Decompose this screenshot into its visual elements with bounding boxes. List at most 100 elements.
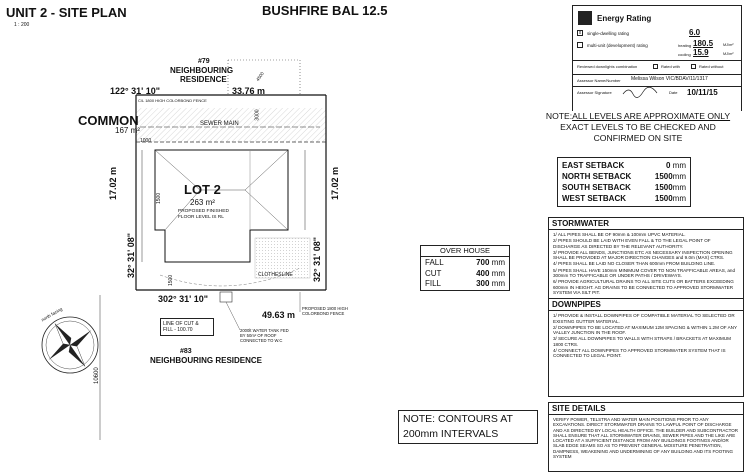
bearing-bottom: 302° 31' 10" — [158, 294, 209, 304]
fence-bottom-note: PROPOSED 1800 HIGH COLORBOND FENCE — [302, 306, 348, 316]
sewer-label: SEWER MAIN — [200, 121, 239, 127]
dim-1500-b: 1500 — [168, 274, 174, 286]
levels-note-prefix: NOTE: — [545, 111, 573, 121]
site-details-panel: SITE DETAILS VERIFY POWER, TELSTRA AND W… — [548, 402, 744, 472]
rated-without-checkbox — [691, 64, 696, 69]
common-area-hatch — [136, 108, 326, 142]
common-label: COMMON — [78, 113, 139, 128]
right-side-length: 17.02 m — [330, 166, 340, 200]
heating-value: 180.5 — [693, 39, 714, 48]
multi-unit-label: multi-unit (development) rating — [587, 43, 648, 48]
common-area: 167 m² — [115, 126, 140, 135]
site-details-text: VERIFY POWER, TELSTRA AND WATER MAIN POS… — [553, 417, 739, 460]
stormwater-item: 5/ PIPES SHALL HAVE 150mm MINIMUM COVER … — [553, 267, 736, 279]
energy-rating-panel: Energy Rating x single-dwelling rating 6… — [572, 5, 742, 123]
dim-1000: 1000 — [140, 138, 152, 144]
floor-note-1: PROPOSED FINISHED — [178, 209, 229, 214]
cooling-unit: MJ/m² — [723, 52, 734, 56]
downpipes-item: 4/ CONNECT ALL DOWNPIPES TO APPROVED STO… — [553, 348, 726, 359]
lot-label: LOT 2 — [184, 182, 221, 197]
assessor-signature-label: Assessor Signature — [577, 90, 612, 95]
length-bottom: 49.63 m — [262, 310, 296, 320]
cooling-value: 15.9 — [693, 48, 709, 57]
levels-note-line3: CONFIRMED ON SITE — [593, 133, 683, 143]
energy-logo-icon — [578, 11, 592, 25]
assessment-date: 10/11/15 — [687, 88, 718, 97]
bushfire-title: BUSHFIRE BAL 12.5 — [262, 3, 388, 18]
fence-top-note: C/L 1800 HIGH COLORBOND FENCE — [138, 98, 207, 103]
stormwater-item: 3/ PROVIDE ALL BENDS, JUNCTIONS ETC AS N… — [553, 249, 733, 261]
energy-title: Energy Rating — [597, 14, 652, 23]
stormwater-item: 2/ PIPES SHOULD BE LAID WITH EVEN FALL &… — [553, 238, 711, 249]
rated-with-label: Rated with — [661, 64, 680, 69]
downpipes-item: 1/ PROVIDE & INSTALL DOWNPIPES OF COMPAT… — [553, 313, 735, 324]
contours-note-line1: NOTE: CONTOURS AT — [403, 413, 513, 425]
neighbour-bottom-number: #83 — [180, 348, 192, 355]
stormwater-title: STORMWATER — [549, 218, 743, 230]
tank-line3: CONNECTED TO W.C — [240, 338, 283, 343]
tank-line2: BY 50m² OF ROOF — [240, 333, 277, 338]
north-arrow — [41, 316, 99, 374]
site-details-title: SITE DETAILS — [549, 403, 743, 415]
left-side-length: 17.02 m — [108, 166, 118, 200]
downpipes-title: DOWNPIPES — [549, 298, 743, 312]
neighbour-top-line2: RESIDENCE — [180, 75, 227, 84]
stormwater-item: 1/ ALL PIPES SHALL BE OF 90mm & 100mm UP… — [553, 232, 686, 237]
date-label: Date — [669, 90, 678, 95]
house-footprint — [154, 149, 289, 263]
assessor-name: Melissa Wilson VIC/BDAV/11/1317 — [631, 76, 708, 82]
dim-1500-a: 1500 — [156, 192, 162, 204]
heating-label: heating — [678, 43, 692, 48]
scale-label: 1 : 200 — [14, 22, 30, 28]
clothesline-label: CLOTHESLINE — [258, 272, 293, 278]
rating-value: 6.0 — [689, 28, 701, 37]
right-bearing: 32° 31' 08" — [312, 236, 322, 282]
floor-note-2: FLOOR LEVEL IS RL — [178, 215, 224, 220]
levels-note: NOTE:ALL LEVELS ARE APPROXIMATE ONLY EXA… — [534, 111, 742, 147]
cooling-label: cooling — [678, 52, 691, 57]
single-dwelling-label: single-dwelling rating — [587, 31, 630, 36]
rated-without-label: Rated without — [699, 64, 724, 69]
heating-unit: MJ/m² — [723, 43, 734, 47]
stormwater-item: 6/ PROVIDE AGRICULTURAL DRAINS TO ALL SI… — [553, 279, 734, 295]
dim-10600: 10600 — [94, 367, 100, 384]
dim-3000: 3000 — [254, 109, 261, 121]
downpipes-item: 3/ SECURE ALL DOWNPIPES TO WALLS WITH ST… — [553, 336, 732, 347]
glazing-label: Reviewed downlights combination — [577, 64, 638, 69]
over-house-title: OVER HOUSE — [421, 246, 509, 257]
neighbour-bottom-label: NEIGHBOURING RESIDENCE — [150, 356, 263, 365]
left-bearing: 32° 31' 08" — [126, 232, 136, 278]
length-top: 33.76 m — [232, 86, 266, 96]
levels-note-line2: EXACT LEVELS TO BE CHECKED AND — [560, 122, 716, 132]
rated-with-checkbox — [653, 64, 658, 69]
water-tank-note: 2000lt WATER TANK FED BY 50m² OF ROOF CO… — [240, 328, 289, 343]
neighbour-top-line1: NEIGHBOURING — [170, 66, 234, 75]
page-title: UNIT 2 - SITE PLAN — [6, 5, 127, 20]
single-dwelling-checkbox: x — [577, 30, 583, 36]
signature-icon — [622, 86, 658, 98]
stormwater-list: 1/ ALL PIPES SHALL BE OF 90mm & 100mm UP… — [549, 230, 743, 298]
site-plan-drawing — [41, 59, 327, 440]
downpipes-item: 2/ DOWNPIPES TO BE LOCATED AT MAXIMUM 12… — [553, 324, 737, 336]
downpipes-list: 1/ PROVIDE & INSTALL DOWNPIPES OF COMPAT… — [549, 311, 743, 361]
bearing-top: 122° 31' 10" — [110, 86, 161, 96]
contours-note: NOTE: CONTOURS AT 200mm INTERVALS — [398, 410, 538, 444]
cut-fill-line1: LINE OF CUT & — [163, 321, 199, 327]
levels-note-line1: ALL LEVELS ARE APPROXIMATE ONLY — [572, 111, 731, 121]
cut-fill-line2: FILL - 100.70 — [163, 327, 193, 333]
tank-line1: 2000lt WATER TANK FED — [240, 328, 289, 333]
assessor-name-label: Assessor Name/Number — [577, 78, 621, 83]
lot-area: 263 m² — [190, 198, 215, 207]
stormwater-panel: STORMWATER 1/ ALL PIPES SHALL BE OF 90mm… — [548, 217, 744, 397]
cut-fill-note: LINE OF CUT & FILL - 100.70 — [160, 318, 214, 336]
neighbour-top-number: #79 — [198, 58, 210, 65]
